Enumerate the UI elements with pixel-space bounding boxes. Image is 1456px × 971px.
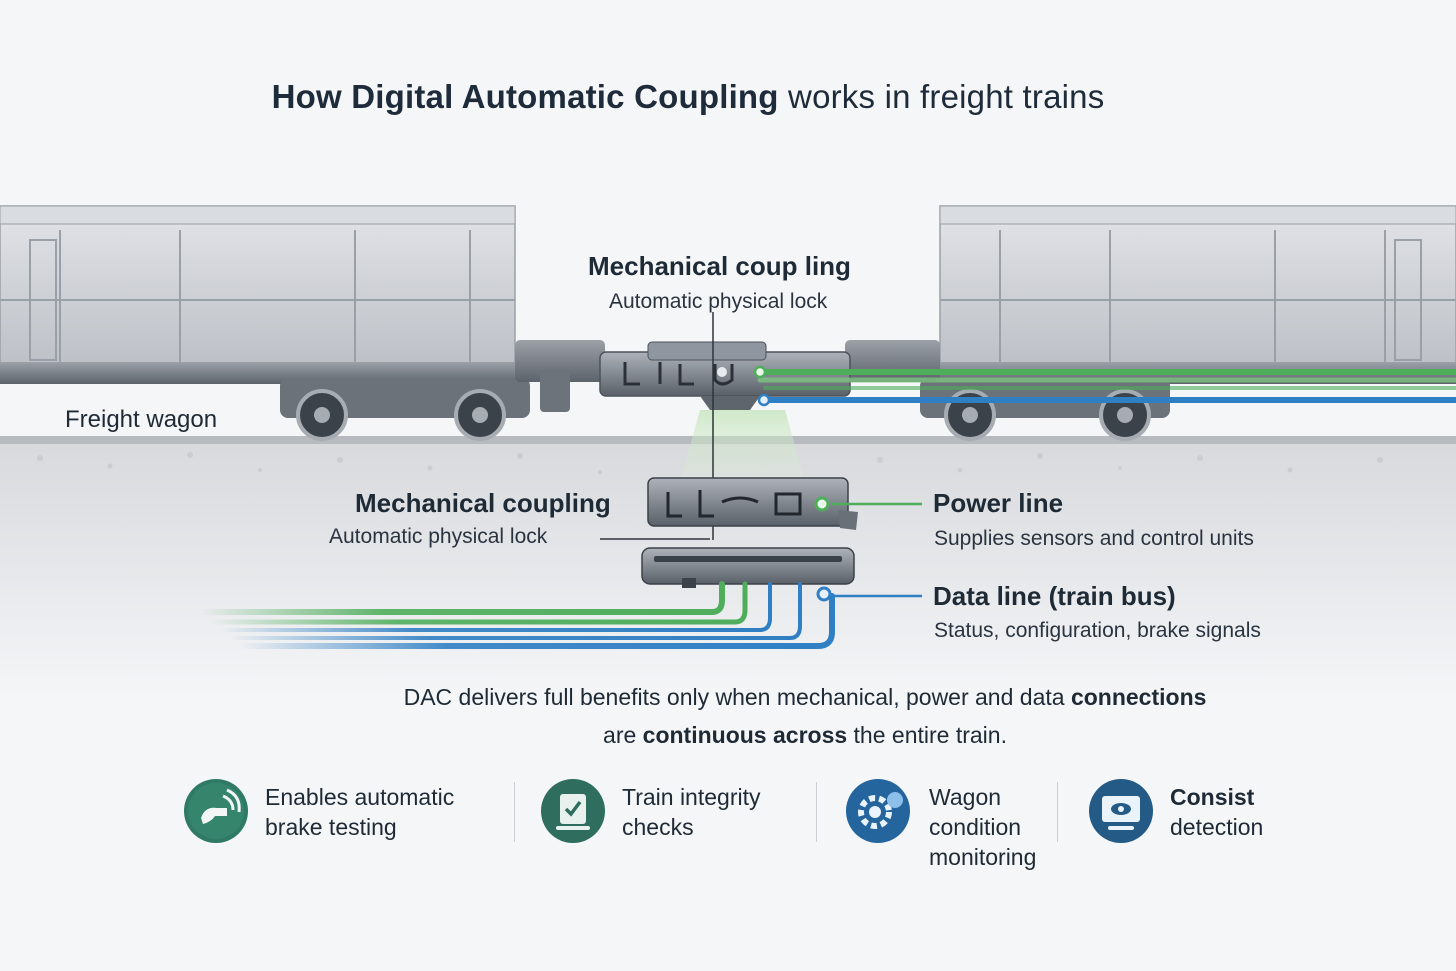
condition-gear-icon: [846, 779, 910, 843]
title-light: works in freight trains: [788, 78, 1105, 115]
coupling-subtitle: Automatic physical lock: [329, 525, 548, 548]
wagon-label: Freight wagon: [65, 406, 218, 433]
detail-data-port: [816, 586, 832, 602]
left-freight-wagon: [0, 205, 605, 441]
summary-line-2: are continuous across the entire train.: [603, 722, 1007, 748]
detail-power-port: [814, 496, 830, 512]
top-coupling-title: Mechanical coup ling: [588, 251, 851, 281]
integrity-check-icon: [541, 779, 605, 843]
summary-message: DAC delivers full benefits only when mec…: [0, 678, 1456, 754]
ballast-texture: [37, 452, 1383, 474]
page-title: How Digital Automatic Coupling works in …: [0, 78, 1376, 116]
top-power-data-lines: [757, 369, 1456, 403]
coupling-title: Mechanical coupling: [355, 488, 611, 518]
data-line-subtitle: Status, configuration, brake signals: [934, 619, 1261, 642]
feature-divider: [514, 782, 515, 842]
monitor-eye-icon: [1089, 779, 1153, 843]
summary-line-1: DAC delivers full benefits only when mec…: [403, 684, 1207, 710]
brake-test-icon: [184, 779, 248, 843]
top-coupling-subtitle: Automatic physical lock: [609, 290, 828, 313]
top-coupler-assembly: [599, 341, 851, 410]
data-line-title: Data line (train bus): [933, 581, 1176, 611]
power-line-title: Power line: [933, 488, 1064, 518]
top-power-port: [753, 365, 767, 379]
power-line-subtitle: Supplies sensors and control units: [934, 527, 1254, 550]
top-data-port: [757, 393, 771, 407]
detail-cables: [148, 574, 835, 649]
right-freight-wagon: [845, 205, 1456, 441]
feature-divider: [1057, 782, 1058, 842]
title-bold: How Digital Automatic Coupling: [271, 78, 779, 115]
feature-divider: [816, 782, 817, 842]
coupling-highlight-beam: [680, 410, 805, 482]
